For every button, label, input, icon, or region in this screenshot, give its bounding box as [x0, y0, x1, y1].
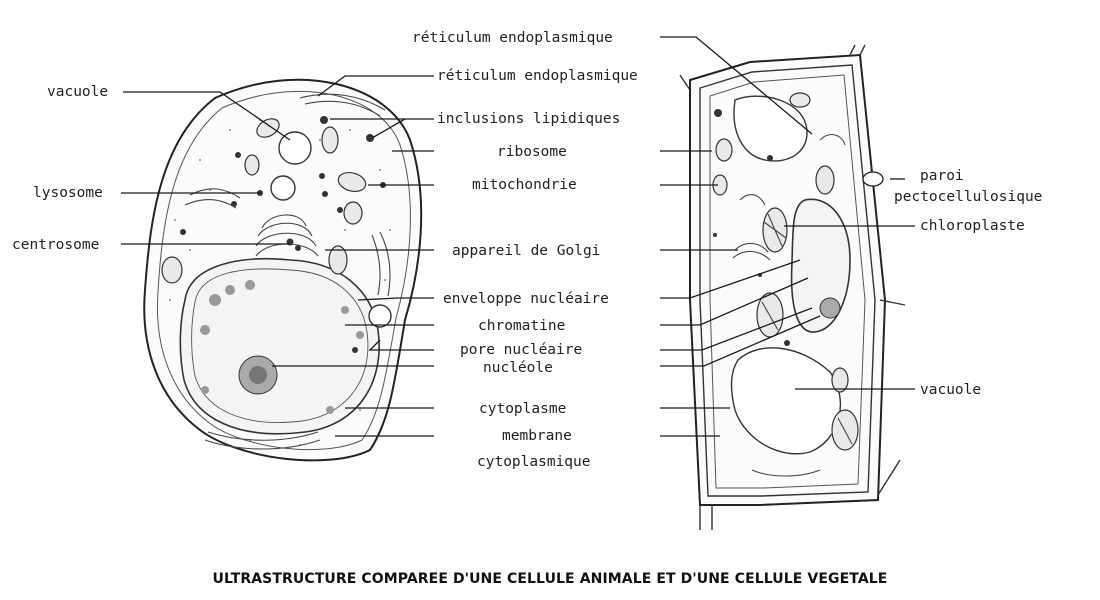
label-inclusions-lipidiques: inclusions lipidiques	[437, 111, 620, 127]
leader-lines	[121, 36, 915, 437]
plant-cell	[679, 44, 906, 530]
label-ribosome: ribosome	[497, 144, 567, 160]
plant-mitochondrion	[789, 92, 811, 108]
label-vacuole-plant: vacuole	[920, 382, 981, 398]
plant-nucleus	[790, 198, 851, 333]
label-paroi: paroi	[920, 168, 964, 184]
animal-cell	[143, 78, 423, 462]
animal-mitochondrion	[161, 256, 183, 284]
label-reticulum-plant: réticulum endoplasmique	[412, 30, 613, 46]
animal-vacuole-3	[368, 304, 392, 328]
label-nucleole: nucléole	[483, 360, 553, 376]
chromatin-granules	[200, 280, 364, 414]
label-centrosome: centrosome	[12, 237, 99, 253]
animal-mitochondrion	[343, 201, 363, 225]
labels: vacuole lysosome centrosome réticulum en…	[12, 30, 1042, 470]
animal-reticulum	[184, 93, 391, 450]
animal-mitochondrion	[321, 126, 339, 154]
label-appareil-golgi: appareil de Golgi	[452, 243, 600, 259]
label-enveloppe-nucleaire: enveloppe nucléaire	[443, 291, 609, 307]
animal-mitochondrion	[244, 154, 260, 176]
label-chloroplaste: chloroplaste	[920, 218, 1025, 234]
figure-caption: ULTRASTRUCTURE COMPAREE D'UNE CELLULE AN…	[213, 571, 888, 587]
label-pectocellulosique: pectocellulosique	[894, 189, 1042, 205]
label-vacuole-animal: vacuole	[47, 84, 108, 100]
label-pore-nucleaire: pore nucléaire	[460, 342, 582, 358]
label-chromatine: chromatine	[478, 318, 565, 334]
plant-reticulum	[732, 134, 846, 477]
plant-granules	[713, 109, 790, 346]
plant-vacuole-upper	[733, 95, 808, 162]
label-cytoplasme: cytoplasme	[479, 401, 566, 417]
label-reticulum-animal: réticulum endoplasmique	[437, 68, 638, 84]
chloroplast	[815, 165, 835, 195]
plant-mitochondrion	[715, 138, 733, 162]
plant-mitochondrion	[831, 367, 849, 393]
animal-nucleus	[179, 257, 380, 435]
animal-mitochondrion	[328, 245, 348, 275]
animal-mitochondrion	[256, 118, 280, 138]
label-lysosome: lysosome	[33, 185, 103, 201]
animal-vacuole-2	[270, 175, 296, 201]
animal-vacuole	[278, 131, 312, 165]
label-membrane: membrane	[502, 428, 572, 444]
plant-vacuole	[730, 347, 842, 455]
plant-nucleolus	[819, 297, 841, 319]
label-mitochondrie: mitochondrie	[472, 177, 577, 193]
label-cytoplasmique: cytoplasmique	[477, 454, 591, 470]
animal-mitochondrion	[337, 171, 367, 193]
